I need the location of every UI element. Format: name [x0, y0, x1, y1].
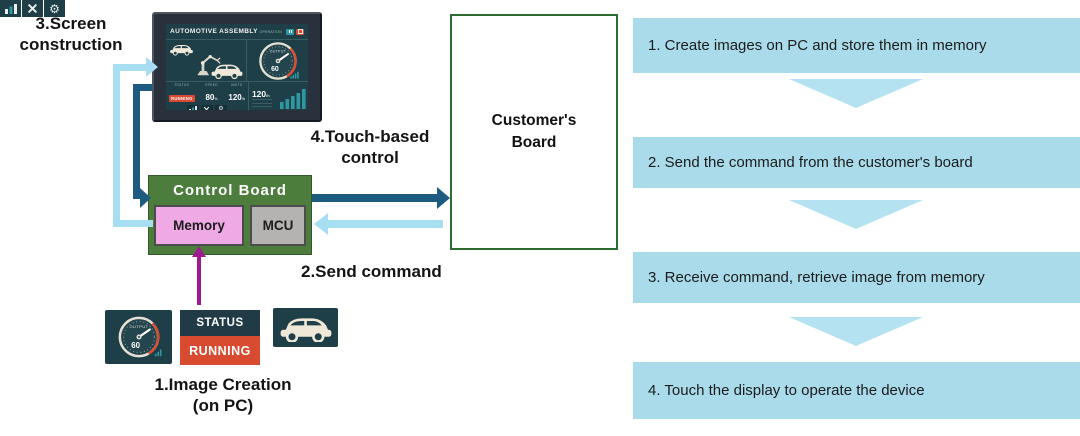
- process-step-3: 3. Receive command, retrieve image from …: [633, 252, 1080, 303]
- control-board-chips: Memory MCU: [149, 205, 311, 246]
- label-touch-based-control: 4.Touch-based control: [286, 126, 454, 169]
- customer-board-title-line: Board: [511, 134, 557, 151]
- dashboard-main: OUTPUT 60: [166, 40, 308, 81]
- gear-icon: ⚙: [44, 0, 65, 17]
- speed-unit: %: [214, 97, 218, 101]
- arrowhead-into-memory: [192, 246, 206, 257]
- process-step-4: 4. Touch the display to operate the devi…: [633, 362, 1080, 419]
- speed-stat: SPEED 80%: [205, 83, 218, 105]
- output-gauge-panel: OUTPUT 60: [247, 40, 308, 81]
- rate-value: 120: [251, 89, 267, 99]
- status-stat: STATUS RUNNING: [169, 83, 195, 105]
- arrow-memory-to-display-bottom: [119, 220, 153, 227]
- gauge-label: OUTPUT: [129, 324, 148, 329]
- dashboard-toolbar: ⚙: [168, 105, 246, 110]
- stop-button: [296, 28, 304, 35]
- units-unit: /h: [241, 97, 245, 101]
- dashboard-title: AUTOMOTIVE ASSEMBLY: [170, 28, 258, 35]
- arrow-display-to-board-vertical: [133, 84, 140, 199]
- rate-unit: /h: [266, 93, 270, 98]
- status-running-badge: RUNNING: [180, 336, 260, 365]
- image-tile-gauge: OUTPUT 60: [105, 310, 172, 364]
- assembly-visual-panel: [166, 40, 248, 81]
- car-icon: [211, 64, 243, 79]
- car-icon: [170, 44, 193, 56]
- gear-icon: ⚙: [214, 105, 227, 110]
- units-stat: UNITS 120/h: [228, 83, 245, 105]
- label-send-command: 2.Send command: [301, 262, 442, 281]
- hmi-display-monitor: AUTOMOTIVE ASSEMBLY OPERATION: [152, 12, 322, 122]
- image-tile-toolbar: ⚙: [0, 0, 65, 17]
- label-line: 4.Touch-based: [310, 127, 430, 146]
- label-line: 1.Image Creation: [154, 375, 292, 394]
- gauge-value: 60: [131, 341, 140, 350]
- gauge-label: OUTPUT: [269, 49, 286, 53]
- image-tile-status: STATUS RUNNING: [180, 310, 260, 365]
- dashboard-screen: AUTOMOTIVE ASSEMBLY OPERATION: [166, 24, 308, 110]
- status-label: STATUS: [180, 310, 260, 336]
- units-label: UNITS: [230, 83, 243, 87]
- chevron-down-icon: [789, 79, 923, 108]
- label-line: (on PC): [192, 396, 254, 416]
- arrow-memory-to-display-vertical: [113, 64, 120, 227]
- label-image-creation: 1.Image Creation (on PC): [128, 374, 318, 417]
- arrowhead-into-customer-board: [437, 187, 450, 209]
- bar-chart-icon: [0, 0, 21, 17]
- chevron-down-icon: [789, 200, 923, 229]
- control-board-title: Control Board: [173, 182, 287, 199]
- arrow-display-to-board-top: [133, 84, 152, 91]
- stats-group: STATUS RUNNING SPEED 80% UNITS 120/h: [166, 82, 249, 110]
- label-line: 3.Screen: [35, 14, 107, 33]
- status-badge: RUNNING: [169, 95, 195, 102]
- output-gauge: OUTPUT 60: [118, 316, 161, 358]
- rate-panel: 120/h: [249, 82, 308, 110]
- control-board: Control Board Memory MCU: [148, 175, 312, 255]
- dashboard-status-bar: STATUS RUNNING SPEED 80% UNITS 120/h: [166, 81, 308, 110]
- robot-arm-icon: [197, 55, 221, 76]
- process-step-2: 2. Send the command from the customer's …: [633, 137, 1080, 188]
- operation-label: OPERATION: [259, 29, 282, 34]
- bar-chart-icon: [186, 105, 199, 110]
- arrow-memory-to-display-top: [119, 64, 146, 71]
- label-line: construction: [19, 35, 123, 55]
- rate-bar-chart: [280, 89, 306, 109]
- image-tile-car: [273, 308, 338, 347]
- label-line: control: [341, 148, 399, 168]
- car-icon: [280, 317, 331, 342]
- dashboard-header: AUTOMOTIVE ASSEMBLY OPERATION: [166, 24, 308, 40]
- customer-board-title-line: Customer's: [491, 111, 577, 129]
- gauge-value: 60: [271, 65, 279, 72]
- speed-value: 80: [205, 93, 215, 102]
- arrowhead-into-display: [146, 57, 158, 77]
- tools-icon: [22, 0, 43, 17]
- output-gauge: OUTPUT 60: [258, 41, 299, 80]
- process-step-1: 1. Create images on PC and store them in…: [633, 18, 1080, 73]
- status-label: STATUS: [174, 83, 190, 87]
- arrow-board-to-customer: [312, 194, 438, 202]
- tools-icon: [200, 105, 213, 110]
- pause-button: [286, 28, 294, 35]
- rate-gridlines: [251, 97, 272, 107]
- customer-board: Customer's Board: [450, 14, 618, 250]
- arrowhead-into-control-board: [140, 188, 151, 208]
- rate-readout: 120/h: [252, 84, 270, 102]
- arrowhead-into-mcu: [314, 213, 328, 235]
- arrow-images-to-memory: [197, 256, 201, 305]
- chevron-down-icon: [789, 317, 923, 346]
- units-value: 120: [228, 93, 242, 102]
- speed-label: SPEED: [205, 83, 219, 87]
- mcu-block: MCU: [250, 205, 306, 246]
- arrow-customer-to-mcu: [328, 220, 443, 228]
- memory-block: Memory: [154, 205, 244, 246]
- label-screen-construction: 3.Screen construction: [0, 13, 142, 56]
